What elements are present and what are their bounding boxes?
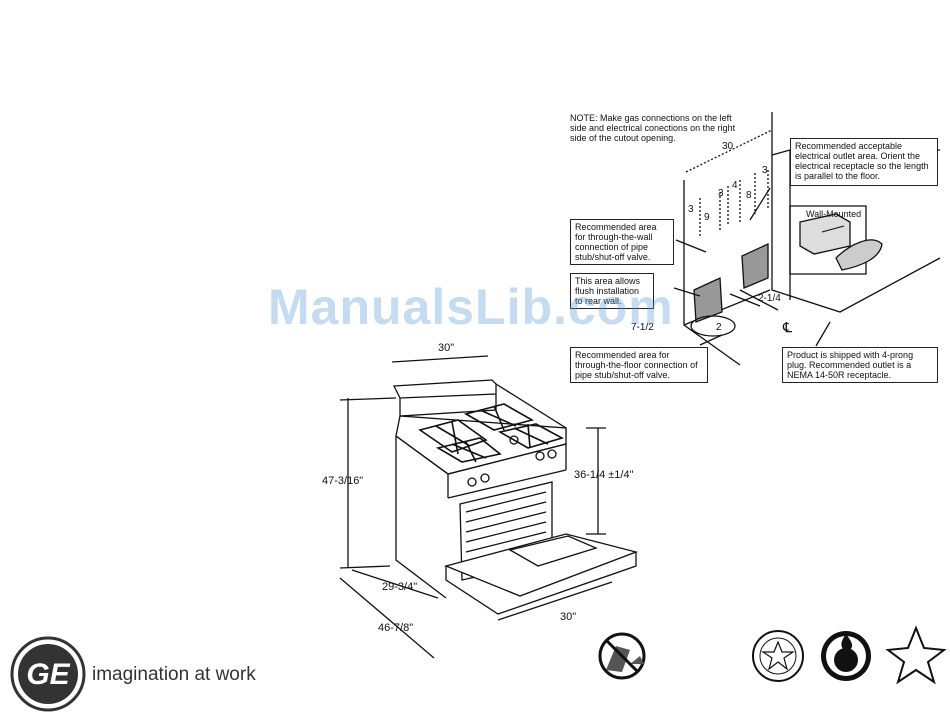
k-star-icon [885,625,947,685]
dim-8: 8 [746,190,752,201]
dim-9: 9 [704,212,710,223]
counter-height-label: 36-1/4 ±1/4" [574,469,634,481]
gas-certification-icon [821,631,871,681]
wall-mounted-label: Wall-Mounted [806,209,862,219]
brand-tagline: imagination at work [92,664,256,685]
range-height-label: 47-3/16" [322,475,364,487]
svg-text:GE: GE [26,658,70,691]
dim-4: 4 [732,180,738,191]
dim-30: 30 [722,141,734,152]
gas-electrical-note: NOTE: Make gas connections on the left s… [570,113,736,143]
range-depth-door-open-label: 46-7/8" [378,622,414,634]
dim-3-left: 3 [688,204,694,215]
range-width-top-label: 30" [438,342,455,354]
range-width-bottom-label: 30" [560,611,577,623]
ge-logo-icon: GE [10,636,86,712]
centerline-symbol: ℄ [783,319,792,335]
design-certified-icon [752,630,804,682]
dim-7-1-2: 7-1/2 [631,322,654,333]
no-tip-icon [598,632,646,680]
dim-3-right: 3 [762,165,768,176]
dim-2-1-4: 2-1/4 [758,293,781,304]
plug-info-callout: Product is shipped with 4-prong plug. Re… [782,347,938,383]
dim-3-mid: 3 [718,188,724,199]
outlet-area-callout: Recommended acceptable electrical outlet… [790,138,938,186]
through-wall-callout: Recommended area for through-the-wall co… [570,219,674,265]
flush-installation-callout: This area allows flush installation to r… [570,273,654,309]
through-floor-callout: Recommended area for through-the-floor c… [570,347,708,383]
watermark: ManualsLib.com [268,279,674,335]
range-depth-label: 29-3/4" [382,581,418,593]
dim-2: 2 [716,322,722,333]
